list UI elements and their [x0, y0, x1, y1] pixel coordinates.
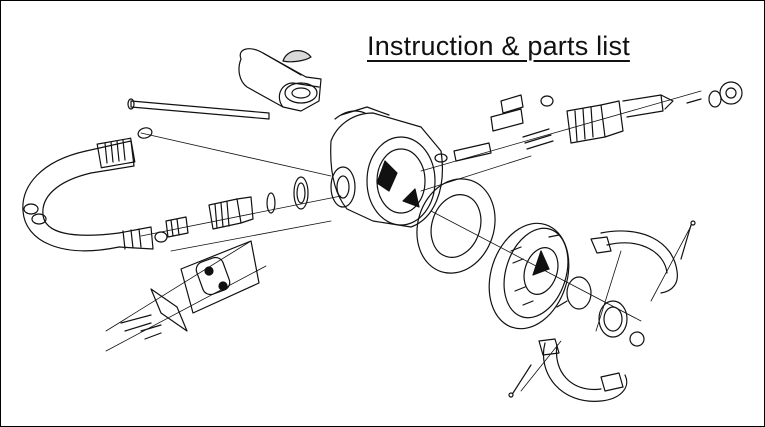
hose-part — [23, 126, 167, 250]
clamp-band-part — [509, 221, 695, 401]
exhaust-block-part — [121, 241, 259, 339]
spring-valve-parts — [435, 82, 742, 162]
diagram-title: Instruction & parts list — [367, 31, 630, 61]
diaphragm-part — [405, 169, 507, 284]
hp-seat-parts — [166, 177, 308, 237]
long-rod-part — [128, 99, 269, 119]
main-housing-part — [331, 107, 443, 227]
assembly-axis-lines — [106, 91, 701, 391]
mouthpiece-part — [239, 49, 321, 111]
purge-button-part — [567, 277, 644, 346]
front-cover-part — [476, 213, 582, 339]
